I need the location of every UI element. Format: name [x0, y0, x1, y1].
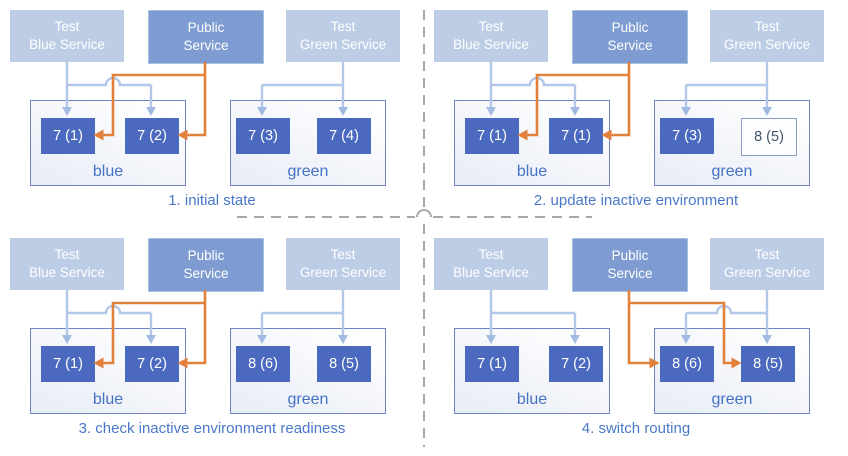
blue-environment-label: blue: [516, 391, 548, 408]
service-label-line: Test: [754, 19, 780, 35]
blue-environment-label: blue: [92, 163, 124, 180]
green-environment-box: 7 (3) 7 (4) green: [230, 100, 386, 186]
blue-environment-label: blue: [516, 163, 548, 180]
pod-green-2: 8 (5): [317, 346, 371, 382]
pod-green-2: 8 (5): [741, 346, 795, 382]
test-blue-service-box: Test Blue Service: [10, 10, 124, 62]
blue-environment-box: 7 (1) 7 (2) blue: [30, 328, 186, 414]
test-blue-service-box: Test Blue Service: [434, 10, 548, 62]
green-environment-label: green: [287, 163, 329, 180]
panel-caption: 4. switch routing: [581, 420, 691, 437]
public-service-box: Public Service: [148, 238, 264, 292]
pod-green-2-new: 8 (5): [741, 118, 797, 156]
panel-initial-state: 7 (1) 7 (2) blue 7 (3) 7 (4) green Test …: [0, 0, 424, 228]
service-label-line: Green Service: [723, 37, 811, 52]
service-label-line: Blue Service: [453, 265, 529, 280]
test-green-service-box: Test Green Service: [286, 238, 400, 290]
service-label-line: Service: [183, 266, 229, 281]
test-green-service-box: Test Green Service: [710, 238, 824, 290]
panel-caption: 1. initial state: [168, 192, 256, 209]
pod-green-1: 8 (6): [236, 346, 290, 382]
panel-caption: 2. update inactive environment: [533, 192, 739, 209]
pod-blue-2: 7 (2): [549, 346, 603, 382]
service-label-line: Service: [607, 266, 653, 281]
test-blue-service-box: Test Blue Service: [434, 238, 548, 290]
public-service-box: Public Service: [148, 10, 264, 64]
pod-green-1: 8 (6): [660, 346, 714, 382]
panel-switch-routing: 7 (1) 7 (2) blue 8 (6) 8 (5) green Test …: [424, 228, 848, 456]
green-environment-label: green: [711, 163, 753, 180]
blue-environment-label: blue: [92, 391, 124, 408]
blue-environment-box: 7 (1) 7 (2) blue: [30, 100, 186, 186]
service-label-line: Public: [611, 248, 649, 264]
panel-check-readiness: 7 (1) 7 (2) blue 8 (6) 8 (5) green Test …: [0, 228, 424, 456]
panel-update-inactive: 7 (1) 7 (1) blue 7 (3) 8 (5) green Test …: [424, 0, 848, 228]
pod-green-1: 7 (3): [660, 118, 714, 154]
public-service-box: Public Service: [572, 10, 688, 64]
service-label-line: Public: [611, 20, 649, 36]
pod-blue-1: 7 (1): [41, 118, 95, 154]
pod-blue-2: 7 (2): [125, 346, 179, 382]
service-label-line: Green Service: [299, 37, 387, 52]
service-label-line: Test: [330, 247, 356, 263]
green-environment-box: 8 (6) 8 (5) green: [230, 328, 386, 414]
panel-caption: 3. check inactive environment readiness: [78, 420, 346, 437]
pod-blue-1: 7 (1): [465, 118, 519, 154]
service-label-line: Service: [607, 38, 653, 53]
green-environment-label: green: [711, 391, 753, 408]
service-label-line: Service: [183, 38, 229, 53]
service-label-line: Blue Service: [29, 37, 105, 52]
service-label-line: Test: [478, 19, 504, 35]
service-label-line: Green Service: [723, 265, 811, 280]
pod-green-1: 7 (3): [236, 118, 290, 154]
service-label-line: Green Service: [299, 265, 387, 280]
green-environment-box: 7 (3) 8 (5) green: [654, 100, 810, 186]
pod-blue-1: 7 (1): [41, 346, 95, 382]
test-blue-service-box: Test Blue Service: [10, 238, 124, 290]
service-label-line: Blue Service: [29, 265, 105, 280]
blue-environment-box: 7 (1) 7 (2) blue: [454, 328, 610, 414]
service-label-line: Test: [478, 247, 504, 263]
test-green-service-box: Test Green Service: [286, 10, 400, 62]
green-environment-box: 8 (6) 8 (5) green: [654, 328, 810, 414]
service-label-line: Blue Service: [453, 37, 529, 52]
pod-blue-1: 7 (1): [465, 346, 519, 382]
blue-environment-box: 7 (1) 7 (1) blue: [454, 100, 610, 186]
test-green-service-box: Test Green Service: [710, 10, 824, 62]
pod-blue-2: 7 (2): [125, 118, 179, 154]
pod-blue-2: 7 (1): [549, 118, 603, 154]
service-label-line: Test: [754, 247, 780, 263]
pod-green-2: 7 (4): [317, 118, 371, 154]
green-environment-label: green: [287, 391, 329, 408]
service-label-line: Test: [54, 19, 80, 35]
service-label-line: Public: [187, 248, 225, 264]
service-label-line: Test: [330, 19, 356, 35]
public-service-box: Public Service: [572, 238, 688, 292]
service-label-line: Test: [54, 247, 80, 263]
service-label-line: Public: [187, 20, 225, 36]
